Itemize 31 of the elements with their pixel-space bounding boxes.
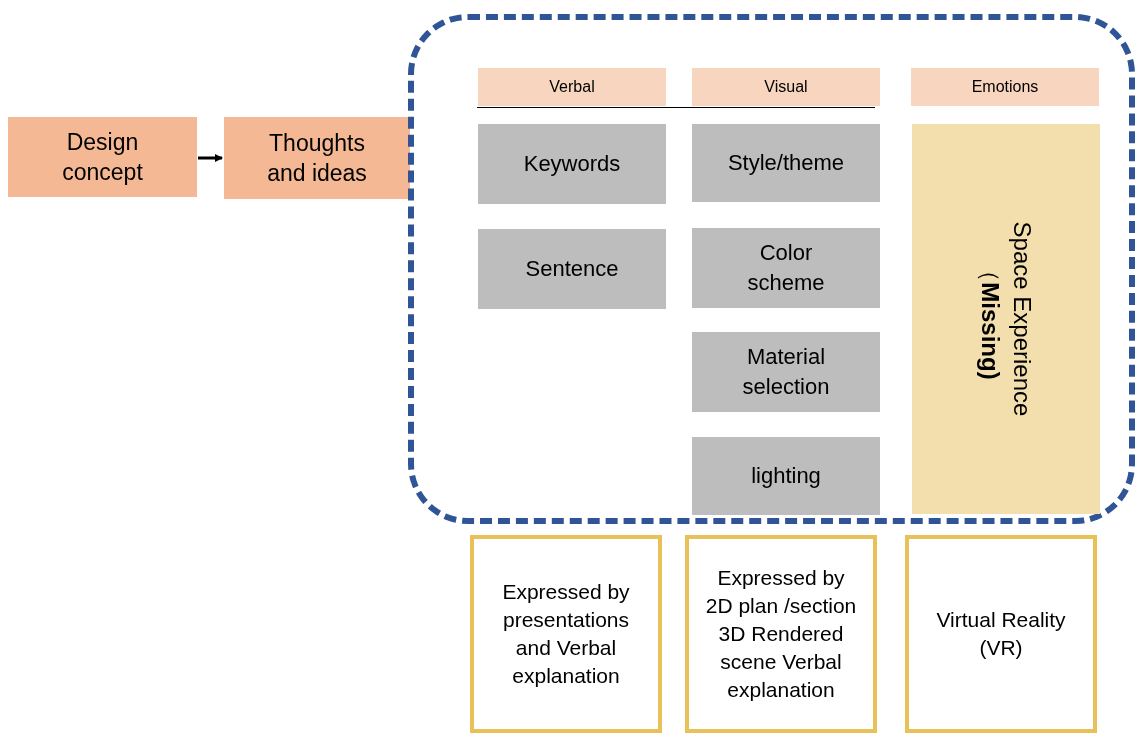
node-text: Expressed by 2D plan /section 3D Rendered scene Verbal explanation [705, 565, 857, 703]
dashed-group-box [408, 14, 1135, 524]
item-box [478, 229, 666, 309]
process-box [224, 117, 410, 199]
node-text: Keywords [523, 150, 621, 178]
node-text: Virtual Reality (VR) [935, 607, 1067, 661]
process-box [8, 117, 197, 197]
node-text: Material selection [741, 343, 831, 401]
node-text: Visual [764, 77, 808, 97]
item-box [478, 124, 666, 204]
arrow [198, 154, 223, 162]
emotion-panel [912, 124, 1100, 514]
item-box [692, 228, 880, 308]
node-text: Color scheme [746, 239, 826, 297]
item-box [692, 332, 880, 412]
item-box [692, 437, 880, 515]
column-header [692, 68, 880, 106]
node-text: Design concept [61, 128, 144, 187]
node-text: Sentence [525, 255, 619, 283]
item-box [692, 124, 880, 202]
node-text: Emotions [971, 77, 1039, 97]
node-text: Verbal [549, 77, 595, 97]
column-header [478, 68, 666, 106]
method-box [905, 535, 1097, 733]
column-header [911, 68, 1099, 106]
node-text: lighting [751, 462, 821, 490]
node-text: Expressed by presentations and Verbal explanation [501, 579, 631, 689]
method-box [685, 535, 877, 733]
node-text: Style/theme [727, 149, 845, 177]
method-box [470, 535, 662, 733]
node-text: Thoughts and ideas [266, 129, 368, 188]
